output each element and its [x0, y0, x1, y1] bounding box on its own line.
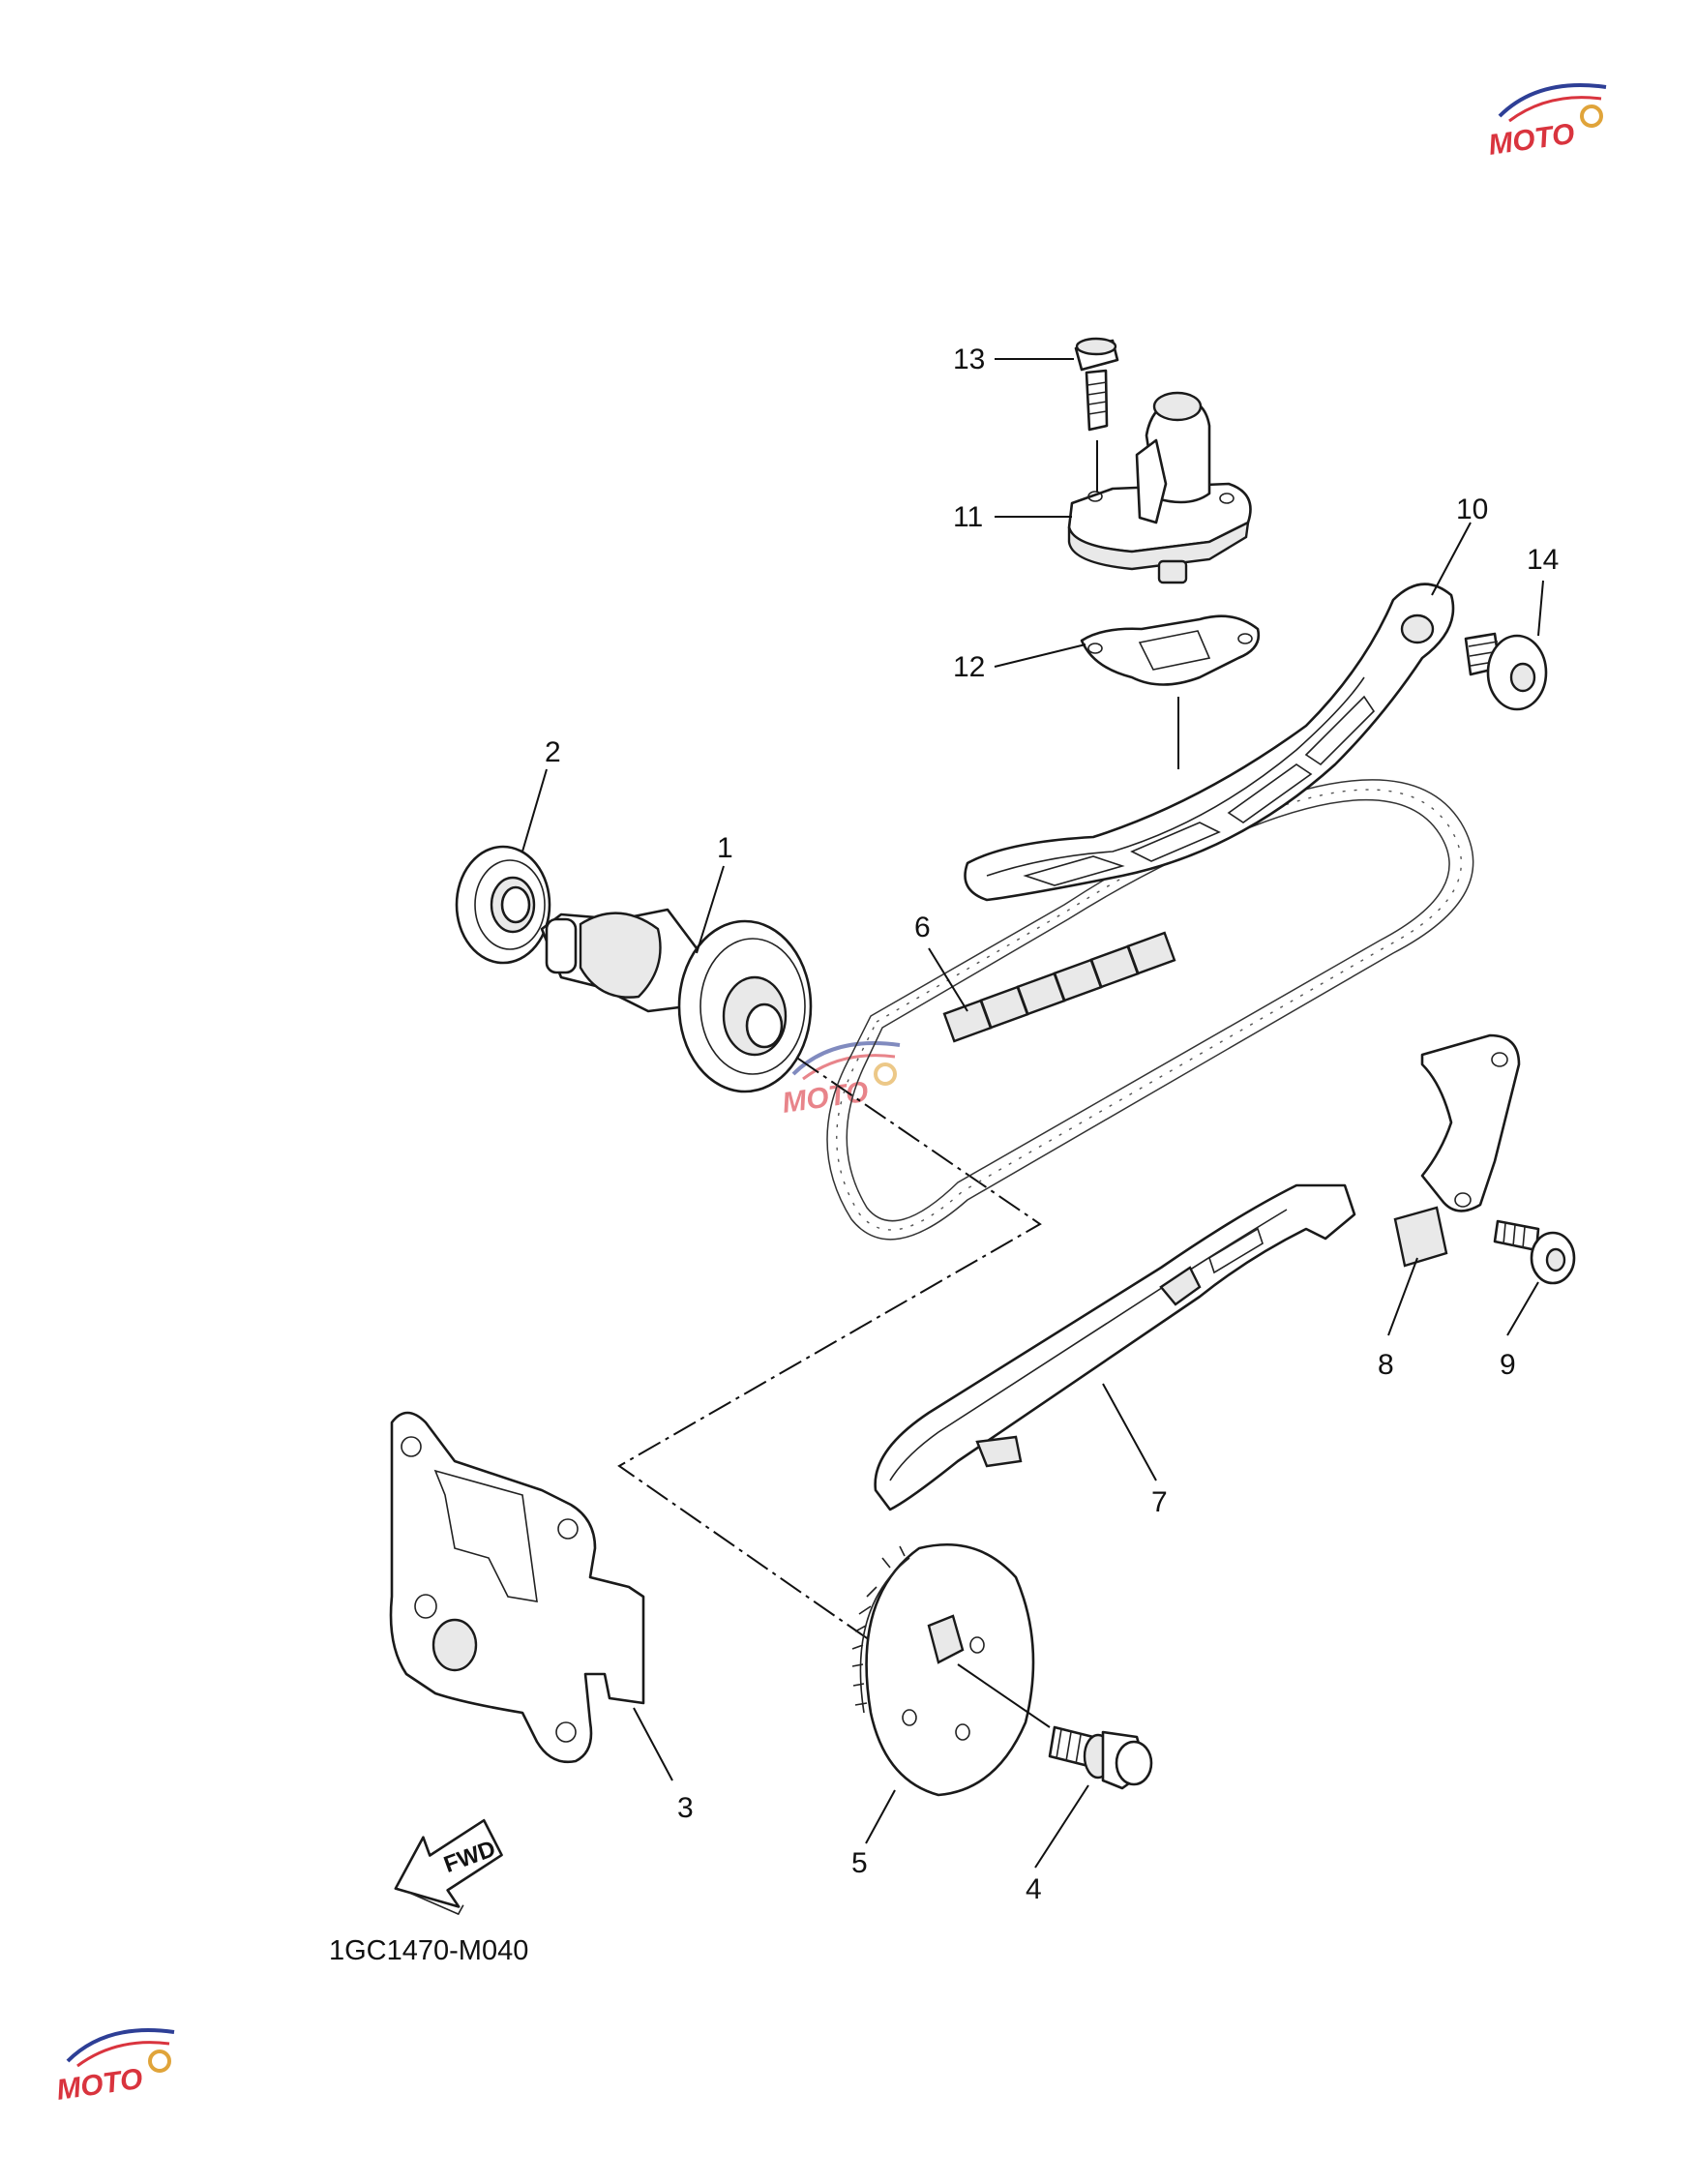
bolt-13-drawing [1074, 337, 1119, 432]
gasket-plate-drawing [389, 1411, 645, 1764]
callout-6: 6 [914, 912, 931, 943]
watermark-text: MOTO [1486, 118, 1576, 162]
callout-4: 4 [1026, 1873, 1042, 1905]
callout-11: 11 [953, 501, 983, 533]
chain-guide-drawing [874, 1183, 1356, 1511]
callout-13: 13 [953, 344, 985, 375]
diagram-code: 1GC1470-M040 [329, 1935, 528, 1966]
cam-chain-drawing [826, 779, 1474, 1241]
watermark-logo-top: MOTO [1486, 83, 1607, 162]
tensioner-gasket-drawing [1080, 614, 1261, 769]
callout-12: 12 [953, 651, 985, 683]
bearing-drawing [455, 845, 551, 965]
callout-5: 5 [851, 1847, 868, 1879]
watermark-logo-bottom: MOTO [54, 2028, 175, 2107]
pivot-bolt-14-drawing [1464, 632, 1548, 711]
callout-1: 1 [717, 832, 733, 864]
tensioner-guide-drawing [964, 583, 1455, 902]
watermark-text: MOTO [54, 2063, 144, 2107]
callout-2: 2 [545, 736, 561, 768]
fwd-arrow-icon: FWD [394, 1818, 503, 1916]
bolt-9-drawing [1493, 1219, 1576, 1285]
leader-lines [521, 358, 1544, 1869]
callout-8: 8 [1378, 1349, 1394, 1381]
camshaft-drawing [540, 908, 813, 1093]
callout-7: 7 [1151, 1486, 1168, 1518]
callout-9: 9 [1500, 1349, 1516, 1381]
assembly-lines [617, 1034, 1042, 1665]
cam-sprocket-drawing [851, 1542, 1051, 1797]
callout-10: 10 [1456, 494, 1488, 525]
callout-labels: 13 11 10 14 12 2 1 6 8 9 7 3 5 4 [545, 344, 1559, 1905]
tensioner-assembly-drawing [1067, 391, 1252, 584]
callout-3: 3 [677, 1792, 694, 1824]
sprocket-bolt-drawing [1048, 1725, 1153, 1790]
callout-14: 14 [1527, 544, 1559, 576]
plate-8-drawing [1393, 1033, 1521, 1268]
chain-links-detail [942, 931, 1176, 1043]
